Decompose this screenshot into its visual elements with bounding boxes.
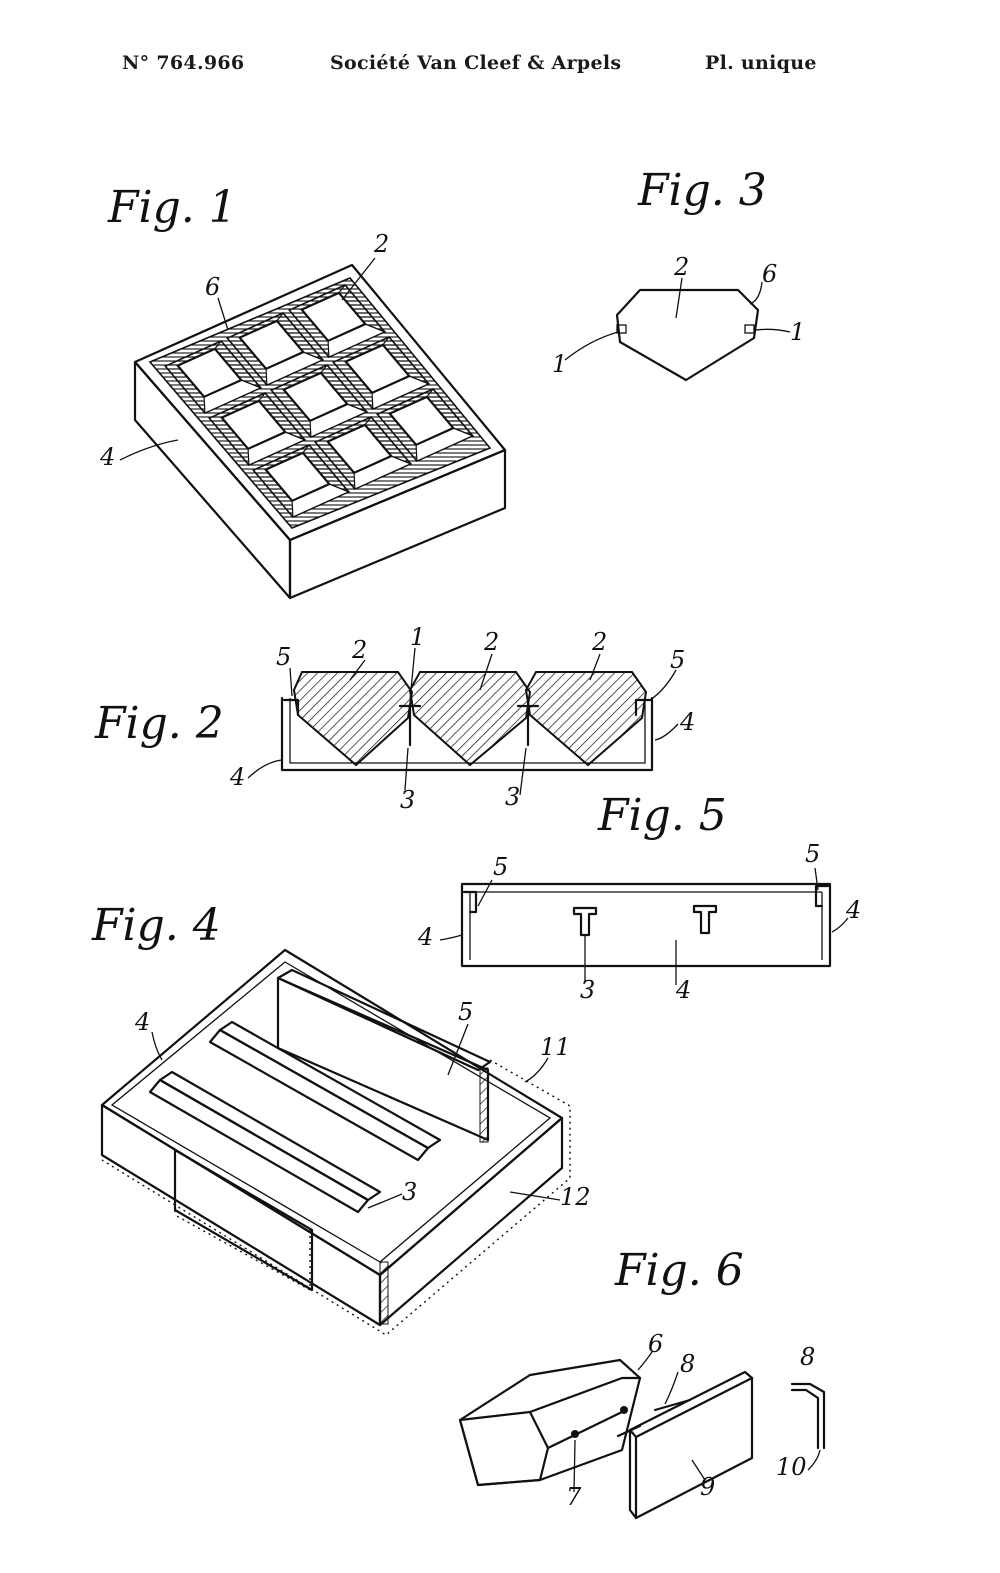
fig2-ref-4-right: 4 [679,708,695,736]
fig3-ref-1-left: 1 [552,350,567,378]
fig1-stone-table [219,399,288,451]
fig2-ref-4-left: 4 [229,763,245,791]
fig5-t-clips [462,884,830,937]
fig6-stone [458,1358,642,1487]
fig2-t-clips [282,698,652,747]
fig1-ref-2: 2 [373,230,389,258]
fig6-plate [616,1370,754,1520]
fig2-ref-5-left: 5 [276,643,291,671]
plate-label: Pl. unique [705,52,817,74]
fig6-label: Fig. 6 [614,1245,744,1296]
fig6-pin [790,1382,826,1450]
fig2-ref-5-right: 5 [670,646,685,674]
fig5-tray-section [460,882,832,968]
figure-6: Fig. 6 [458,1245,826,1520]
fig1-stone-table [387,395,456,447]
fig4-leaders [151,1023,561,1209]
fig2-ref-2-c: 2 [591,628,607,656]
fig1-stone-table [325,423,394,475]
figure-4: Fig. 4 [91,900,591,1336]
fig4-ref-4: 4 [134,1008,150,1036]
fig1-ref-6: 6 [205,273,220,301]
fig5-ref-4-right: 4 [845,896,861,924]
fig5-ref-5-left: 5 [493,853,508,881]
fig2-tray-section [280,696,654,772]
fig6-ref-6: 6 [648,1330,663,1358]
fig2-leaders [247,647,679,796]
figure-2: Fig. 2 [94,623,695,814]
fig1-leaders [119,257,376,461]
fig3-label: Fig. 3 [637,165,767,216]
fig1-stone-table [343,343,412,395]
fig5-leaders [439,867,849,985]
fig2-label: Fig. 2 [94,698,224,749]
fig4-ref-3: 3 [402,1178,417,1206]
fig6-ref-7: 7 [566,1483,582,1511]
fig5-ref-4-left: 4 [417,923,433,951]
fig6-ref-8-plate: 8 [680,1350,695,1378]
fig4-ref-5: 5 [458,998,473,1026]
fig4-ref-11: 11 [540,1033,571,1061]
fig2-ref-1: 1 [410,623,425,651]
fig2-ref-2-a: 2 [351,636,367,664]
figure-1: Fig. 1 2 6 4 [99,182,507,600]
fig5-ref-4-bottom: 4 [675,976,691,1004]
figure-3: Fig. 3 2 6 1 1 [552,165,805,382]
fig1-label: Fig. 1 [107,182,237,233]
fig5-label: Fig. 5 [597,790,727,841]
fig4-tray [100,948,571,1336]
fig5-ref-3: 3 [580,976,595,1004]
fig1-stone-table [281,371,350,423]
fig1-stone-table [237,319,306,371]
fig6-ref-9: 9 [700,1473,715,1501]
fig2-ref-3-left: 3 [400,786,415,814]
fig3-ref-6: 6 [762,260,777,288]
company-name: Société Van Cleef & Arpels [330,52,622,74]
fig3-ref-2: 2 [673,253,689,281]
fig1-stone-table [175,347,244,399]
fig4-label: Fig. 4 [91,900,221,951]
figure-5: Fig. 5 5 5 4 4 3 4 [417,790,861,1004]
fig1-stone-table [263,451,332,503]
patent-number: N° 764.966 [122,52,245,74]
fig1-stone-table [299,291,368,343]
fig6-ref-10: 10 [776,1453,807,1481]
fig6-ref-8-pin: 8 [800,1343,815,1371]
fig4-ref-12: 12 [560,1183,591,1211]
fig2-ref-3-right: 3 [505,783,520,811]
fig2-stones [292,671,648,767]
fig4-rails [148,968,492,1325]
fig1-ref-4: 4 [99,443,115,471]
fig6-leaders [573,1351,821,1493]
fig5-ref-5-right: 5 [805,840,820,868]
fig2-ref-2-b: 2 [483,628,499,656]
fig1-stones-grid [164,284,475,518]
fig3-leaders [564,277,791,361]
fig3-stone-profile [615,288,760,382]
fig3-ref-1-right: 1 [790,318,805,346]
